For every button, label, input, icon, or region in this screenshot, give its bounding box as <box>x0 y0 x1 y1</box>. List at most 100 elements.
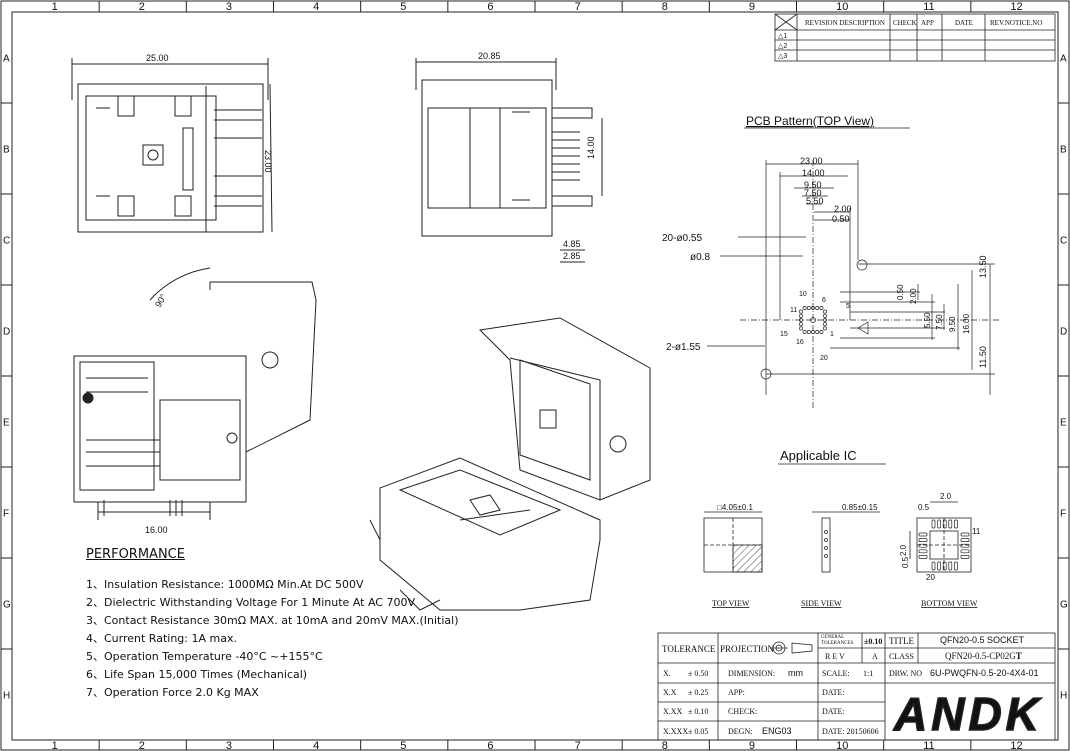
zone-col-5: 5 <box>400 740 406 751</box>
pcb-callout-hole-large: 2-ø1.55 <box>666 342 701 353</box>
tb-tol-row-1-label: X. <box>663 669 671 678</box>
side-height-dim: 14.00 <box>586 136 596 159</box>
zone-row-G: G <box>1060 600 1068 611</box>
pcb-pin-16: 16 <box>796 339 804 346</box>
ic-bottom-pin-11: 11 <box>972 527 981 536</box>
tb-tol-row-4-value: ± 0.05 <box>688 727 709 736</box>
side-view <box>415 58 603 263</box>
svg-text:ANDK: ANDK <box>893 688 1043 738</box>
pcb-vdim-1600: 16.00 <box>962 313 971 334</box>
pcb-vdim-950: 9.50 <box>948 316 957 332</box>
zone-col-4: 4 <box>313 1 319 13</box>
zone-col-7: 7 <box>575 1 581 13</box>
pcb-dim-950: 9.50 <box>804 180 822 190</box>
performance-item-3: 3、Contact Resistance 30mΩ MAX. at 10mA a… <box>86 614 459 627</box>
pcb-pin-1: 1 <box>830 331 834 338</box>
performance-item-1: 1、Insulation Resistance: 1000MΩ Min.At D… <box>86 578 364 591</box>
pcb-vdim-750: 7.50 <box>935 314 944 330</box>
tb-class-label: CLASS <box>889 652 914 661</box>
top-width-dim: 25.00 <box>146 53 169 63</box>
ic-label-bottom-view: BOTTOM VIEW <box>921 599 978 608</box>
ic-title: Applicable IC <box>780 448 857 463</box>
tb-general-tol-label: GENERAL TOLERANCES <box>821 635 854 646</box>
tb-rev-value: A <box>872 652 878 661</box>
performance-item-2: 2、Dielectric Withstanding Voltage For 1 … <box>86 596 415 609</box>
performance-item-4: 4、Current Rating: 1A max. <box>86 632 237 645</box>
tb-title-value: QFN20-0.5 SOCKET <box>940 635 1025 645</box>
pcb-vdim-200: 2.00 <box>909 288 918 304</box>
tb-tol-row-4-label: X.XXX <box>663 727 689 736</box>
ic-bottom-pin-20: 20 <box>926 573 935 582</box>
tb-dwg-label: DRW. NO <box>889 669 923 678</box>
zone-col-12: 12 <box>1010 740 1022 751</box>
zone-row-F: F <box>1060 509 1066 520</box>
zone-col-8: 8 <box>662 740 668 751</box>
top-height-dim: 23.00 <box>263 150 273 173</box>
zone-row-H: H <box>3 691 10 702</box>
pcb-dim-200: 2.00 <box>834 204 852 214</box>
tb-app-label: APP: <box>728 688 745 697</box>
tb-scale-value: 1:1 <box>863 669 874 678</box>
top-view <box>71 58 273 233</box>
tb-tol-row-2-value: ± 0.25 <box>688 688 709 697</box>
tb-design-value: ENG03 <box>762 726 792 736</box>
rev-row-3: △3 <box>778 53 787 60</box>
zone-row-G: G <box>3 600 11 611</box>
tb-rev-label: R E V <box>825 652 845 661</box>
tb-tol-row-3-value: ± 0.10 <box>688 707 709 716</box>
title-block-grid <box>657 632 1056 741</box>
pcb-pin-11: 11 <box>790 307 797 314</box>
performance-item-6: 6、Life Span 15,000 Times (Mechanical) <box>86 668 308 681</box>
ic-views <box>703 501 972 573</box>
tb-tol-row-3-label: X.XX <box>663 707 683 716</box>
zone-col-10: 10 <box>836 1 848 13</box>
zone-row-B: B <box>3 145 10 156</box>
rev-header-notice: REV.NOTICE.NO <box>990 19 1042 27</box>
performance-section: PERFORMANCE 1、Insulation Resistance: 100… <box>86 546 459 702</box>
side-dim-b: 2.85 <box>563 251 581 261</box>
zone-col-2: 2 <box>139 740 145 751</box>
zone-col-2: 2 <box>139 1 145 13</box>
zone-col-9: 9 <box>749 1 755 13</box>
zone-row-B: B <box>1060 145 1067 156</box>
rev-header-date: DATE <box>955 19 973 27</box>
zone-row-A: A <box>1060 54 1067 65</box>
revision-table <box>774 13 1056 62</box>
rev-header-check: CHECK <box>893 19 917 27</box>
zone-row-D: D <box>3 327 10 338</box>
zone-row-D: D <box>1060 327 1067 338</box>
zone-col-9: 9 <box>749 740 755 751</box>
tb-projection-label: PROJECTION <box>720 644 775 654</box>
side-dim-a: 4.85 <box>563 239 581 249</box>
tb-class-value: QFN20-0.5-CP02GT <box>945 651 1022 661</box>
pcb-title: PCB Pattern(TOP View) <box>746 114 874 128</box>
zone-col-3: 3 <box>226 740 232 751</box>
tb-date-label-2: DATE: <box>822 707 845 716</box>
ic-bottom-dim-b: 0.5 <box>918 503 930 512</box>
zone-row-C: C <box>3 236 10 247</box>
zone-col-11: 11 <box>923 1 934 13</box>
zone-col-1: 1 <box>52 1 58 13</box>
rev-header-desc: REVISION DESCRIPTION <box>805 19 885 27</box>
pcb-vdim-550: 5.50 <box>923 312 932 328</box>
zone-col-3: 3 <box>226 1 232 13</box>
rev-row-2: △2 <box>778 43 787 50</box>
tb-check-label: CHECK: <box>728 707 758 716</box>
tb-tol-row-1-value: ± 0.50 <box>688 669 709 678</box>
pcb-pin-15: 15 <box>780 331 788 338</box>
projection-icon <box>770 641 813 655</box>
ic-top-dim: □4.05±0.1 <box>717 503 753 512</box>
zone-col-10: 10 <box>836 740 848 751</box>
zone-col-8: 8 <box>662 1 668 13</box>
ic-label-top-view: TOP VIEW <box>712 599 750 608</box>
ic-side-dim: 0.85±0.15 <box>842 503 878 512</box>
pcb-pin-6: 6 <box>822 297 826 304</box>
ic-bottom-dim-d: 0.5 <box>901 556 910 568</box>
zone-row-A: A <box>3 54 10 65</box>
tb-scale-label: SCALE: <box>822 669 850 678</box>
performance-item-7: 7、Operation Force 2.0 Kg MAX <box>86 686 259 699</box>
tb-dimension-label: DIMENSION: <box>728 669 776 678</box>
tb-dwg-value: 6U-PWQFN-0.5-20-4X4-01 <box>930 668 1039 678</box>
ic-label-side-view: SIDE VIEW <box>801 599 842 608</box>
